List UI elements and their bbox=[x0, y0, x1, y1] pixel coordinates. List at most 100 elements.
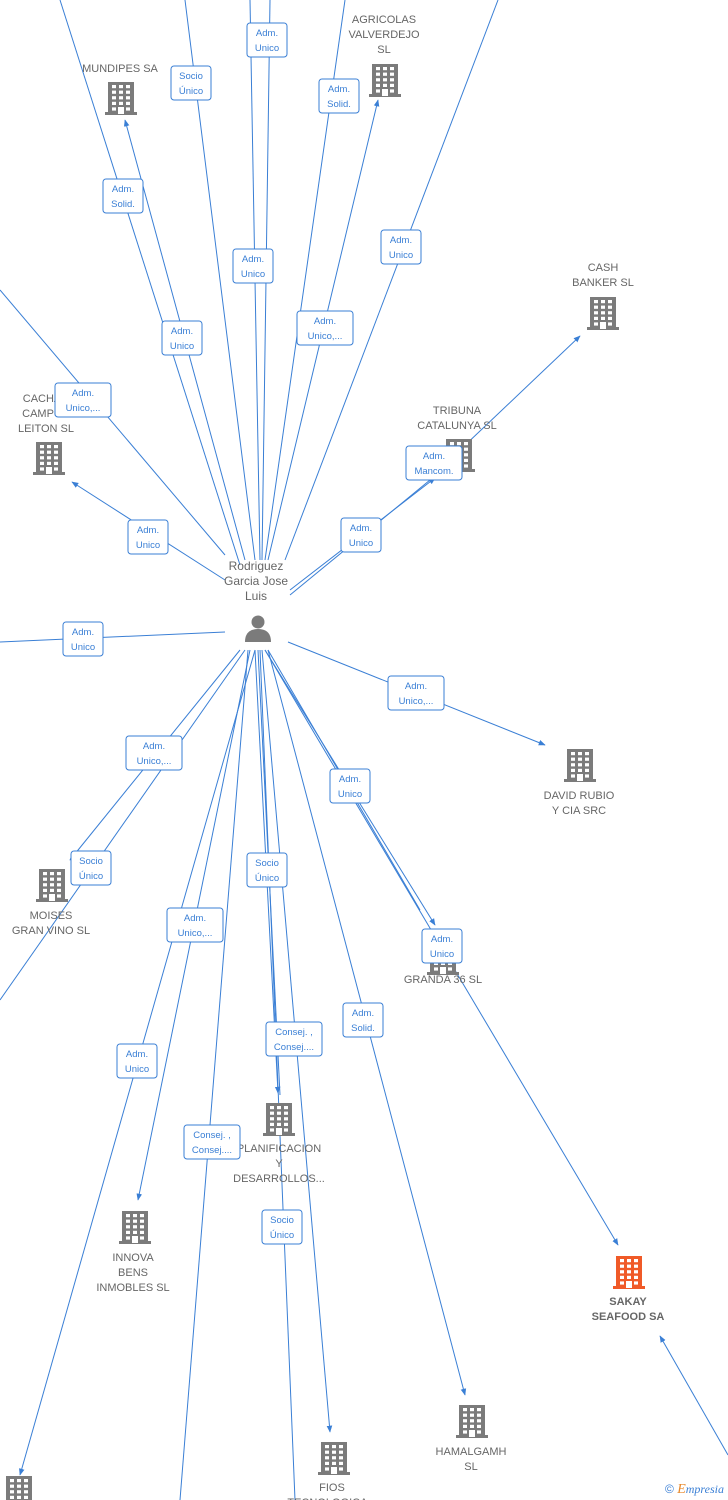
role-badge[interactable]: Adm. Solid. bbox=[318, 78, 360, 114]
role-badge[interactable]: Consej. ,Consej.... bbox=[265, 1021, 323, 1057]
role-badge-text: Unico,... bbox=[66, 403, 101, 414]
role-badge-text: Unico bbox=[71, 642, 95, 653]
relationship-edge bbox=[0, 631, 226, 643]
role-badge-text: Socio bbox=[270, 1215, 294, 1226]
role-badge-text: Unico bbox=[389, 250, 413, 261]
company-label: SEAFOOD SA bbox=[592, 1311, 665, 1323]
role-badge-text: Adm. bbox=[137, 525, 159, 536]
role-badge-text: Mancom. bbox=[414, 466, 453, 477]
relationship-edge bbox=[659, 1335, 728, 1456]
role-badge[interactable]: Adm.Unico bbox=[380, 229, 422, 265]
role-badge-text: Adm. bbox=[314, 316, 336, 327]
company-label: INMOBLES SL bbox=[96, 1282, 169, 1294]
role-badge[interactable]: Adm.Unico bbox=[161, 320, 203, 356]
company-label: SAKAY bbox=[609, 1296, 647, 1308]
brand-name: mpresia bbox=[685, 1482, 724, 1496]
building-icon bbox=[456, 1405, 488, 1438]
role-badge[interactable]: Adm.Solid. bbox=[102, 178, 144, 214]
building-icon bbox=[263, 1103, 295, 1136]
role-badge-text: Unico bbox=[136, 540, 160, 551]
role-badge-text: Único bbox=[79, 871, 103, 882]
company-node-bottomleft[interactable] bbox=[3, 1476, 35, 1500]
company-label: DESARROLLOS... bbox=[233, 1173, 325, 1185]
company-label: TRIBUNA bbox=[433, 405, 482, 417]
company-label: INNOVA bbox=[112, 1252, 154, 1264]
role-badge-text: Adm. bbox=[126, 1049, 148, 1060]
badge-layer: Adm.UnicoSocioÚnicoAdm.Solid.Adm.Solid.A… bbox=[54, 22, 463, 1245]
watermark: © Empresia bbox=[665, 1482, 724, 1498]
role-badge[interactable]: Adm.Unico,... bbox=[387, 675, 445, 711]
company-label: PLANIFICACION bbox=[237, 1143, 321, 1155]
company-node-sakay[interactable]: SAKAY SEAFOOD SA bbox=[592, 1256, 665, 1323]
role-badge[interactable]: Adm.Unico bbox=[329, 768, 371, 804]
role-badge[interactable]: Adm. Unico bbox=[127, 519, 169, 555]
company-node-planificacion[interactable]: PLANIFICACION Y DESARROLLOS... bbox=[233, 1103, 325, 1185]
role-badge-text: Unico bbox=[125, 1064, 149, 1075]
role-badge-text: Socio bbox=[79, 856, 103, 867]
role-badge-text: Adm. bbox=[328, 84, 350, 95]
company-label: SL bbox=[464, 1461, 477, 1473]
building-icon bbox=[564, 749, 596, 782]
role-badge[interactable]: Adm.Unico bbox=[340, 517, 382, 553]
company-label: FIOS bbox=[319, 1482, 345, 1494]
role-badge-text: Solid. bbox=[351, 1023, 375, 1034]
building-icon bbox=[33, 442, 65, 475]
company-label: BENS bbox=[118, 1267, 148, 1279]
role-badge[interactable]: Adm.Unico,... bbox=[166, 907, 224, 943]
company-label: Y bbox=[275, 1158, 283, 1170]
role-badge[interactable]: Adm.Unico bbox=[232, 248, 274, 284]
role-badge[interactable]: Adm. Solid. bbox=[342, 1002, 384, 1038]
company-label: MUNDIPES SA bbox=[82, 63, 158, 75]
building-icon bbox=[613, 1256, 645, 1289]
role-badge[interactable]: Adm. Unico,... bbox=[54, 382, 112, 418]
role-badge-text: Adm. bbox=[352, 1008, 374, 1019]
role-badge[interactable]: Adm.Unico,... bbox=[125, 735, 183, 771]
building-icon bbox=[36, 869, 68, 902]
role-badge-text: Adm. bbox=[72, 388, 94, 399]
role-badge-text: Adm. bbox=[405, 681, 427, 692]
role-badge-text: Consej. , bbox=[275, 1027, 313, 1038]
role-badge[interactable]: Adm. Unico bbox=[62, 621, 104, 657]
role-badge-text: Adm. bbox=[72, 627, 94, 638]
role-badge-text: Adm. bbox=[143, 741, 165, 752]
role-badge-text: Adm. bbox=[184, 913, 206, 924]
relationship-edge bbox=[179, 649, 249, 1500]
company-node-fios[interactable]: FIOS TECNOLOGICA... bbox=[287, 1442, 377, 1500]
person-icon bbox=[245, 615, 271, 642]
role-badge-text: Único bbox=[270, 1230, 294, 1241]
company-label: LEITON SL bbox=[18, 423, 74, 435]
company-label: AGRICOLAS bbox=[352, 14, 416, 26]
role-badge-text: Unico bbox=[338, 789, 362, 800]
role-badge[interactable]: Adm. Unico bbox=[246, 22, 288, 58]
role-badge-text: Socio bbox=[179, 71, 203, 82]
role-badge[interactable]: Adm.Unico bbox=[421, 928, 463, 964]
role-badge-text: Adm. bbox=[256, 28, 278, 39]
role-badge-text: Adm. bbox=[112, 184, 134, 195]
company-label: BANKER SL bbox=[572, 277, 634, 289]
role-badge[interactable]: Adm.Mancom. bbox=[405, 445, 463, 481]
relationship-edge bbox=[0, 649, 246, 1001]
role-badge-text: Único bbox=[179, 86, 203, 97]
company-label: Y CIA SRC bbox=[552, 805, 606, 817]
company-node-innova[interactable]: INNOVA BENS INMOBLES SL bbox=[96, 1211, 170, 1294]
building-icon bbox=[318, 1442, 350, 1475]
person-label: Rodriguez bbox=[229, 559, 284, 573]
role-badge-text: Solid. bbox=[327, 99, 351, 110]
role-badge-text: Unico bbox=[255, 43, 279, 54]
role-badge[interactable]: Consej. ,Consej.... bbox=[183, 1124, 241, 1160]
role-badge[interactable]: Adm. Unico bbox=[116, 1043, 158, 1079]
role-badge[interactable]: Adm.Unico,... bbox=[296, 310, 354, 346]
company-label: TECNOLOGICA... bbox=[287, 1497, 376, 1500]
company-node-mundipes[interactable]: MUNDIPES SA bbox=[82, 63, 159, 115]
company-label: GRANDA 36 SL bbox=[404, 974, 482, 986]
